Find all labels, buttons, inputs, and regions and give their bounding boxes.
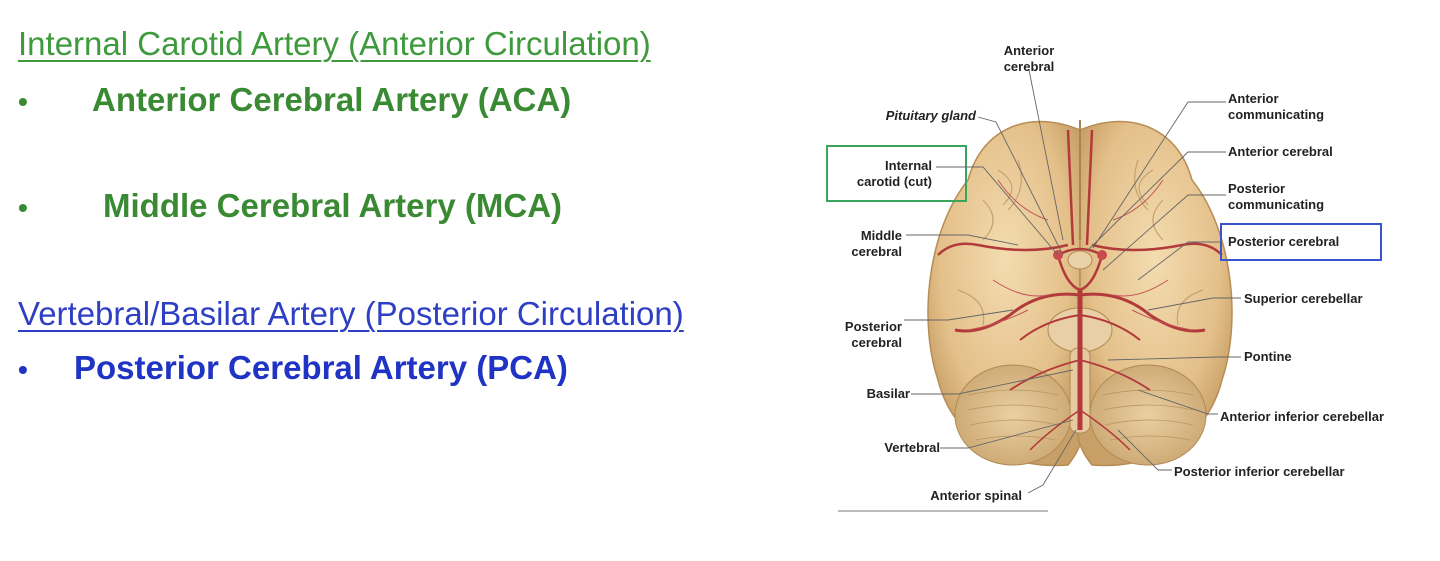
label-posterior-communicating-2: communicating — [1228, 197, 1324, 212]
aca-item: Anterior Cerebral Artery (ACA) — [92, 81, 572, 118]
brain-diagram-svg: Anterior cerebral Pituitary gland Intern… — [826, 43, 1384, 512]
label-basilar: Basilar — [867, 386, 910, 401]
label-anterior-cerebral-top-2: cerebral — [1004, 59, 1055, 74]
bullet-aca: • — [18, 86, 28, 117]
bullet-pca: • — [18, 354, 28, 385]
label-anterior-communicating-1: Anterior — [1228, 91, 1279, 106]
label-anterior-spinal: Anterior spinal — [930, 488, 1022, 503]
label-posterior-cerebral-right: Posterior cerebral — [1228, 234, 1339, 249]
label-internal-carotid-1: Internal — [885, 158, 932, 173]
artery-network — [937, 129, 1223, 451]
pca-item: Posterior Cerebral Artery (PCA) — [74, 349, 568, 386]
bullet-mca: • — [18, 192, 28, 223]
label-anterior-communicating-2: communicating — [1228, 107, 1324, 122]
label-posterior-cerebral-left-1: Posterior — [845, 319, 902, 334]
internal-carotid-highlight-box — [826, 145, 967, 202]
mca-item: Middle Cerebral Artery (MCA) — [103, 187, 563, 224]
label-pontine: Pontine — [1244, 349, 1292, 364]
label-anterior-cerebral-top-1: Anterior — [1004, 43, 1055, 58]
posterior-circulation-heading: Vertebral/Basilar Artery (Posterior Circ… — [18, 295, 684, 332]
label-anterior-inferior-cerebellar: Anterior inferior cerebellar — [1220, 409, 1384, 424]
brain-arteries-illustration: Anterior cerebral Pituitary gland Intern… — [818, 30, 1428, 530]
figure-labels: Anterior cerebral Pituitary gland Intern… — [845, 43, 1384, 503]
leader-lines — [904, 69, 1241, 494]
label-superior-cerebellar: Superior cerebellar — [1244, 291, 1363, 306]
anterior-circulation-heading: Internal Carotid Artery (Anterior Circul… — [18, 25, 651, 62]
text-column: Internal Carotid Artery (Anterior Circul… — [18, 25, 684, 386]
label-pituitary-gland: Pituitary gland — [886, 108, 977, 123]
label-internal-carotid-2: carotid (cut) — [857, 174, 932, 189]
label-posterior-cerebral-left-2: cerebral — [851, 335, 902, 350]
label-posterior-inferior-cerebellar: Posterior inferior cerebellar — [1174, 464, 1345, 479]
label-middle-cerebral-2: cerebral — [851, 244, 902, 259]
label-middle-cerebral-1: Middle — [861, 228, 902, 243]
label-anterior-cerebral-right: Anterior cerebral — [1228, 144, 1333, 159]
label-vertebral: Vertebral — [884, 440, 940, 455]
brain-shape — [927, 120, 1233, 467]
label-posterior-communicating-1: Posterior — [1228, 181, 1285, 196]
copyright-line — [838, 510, 1048, 512]
